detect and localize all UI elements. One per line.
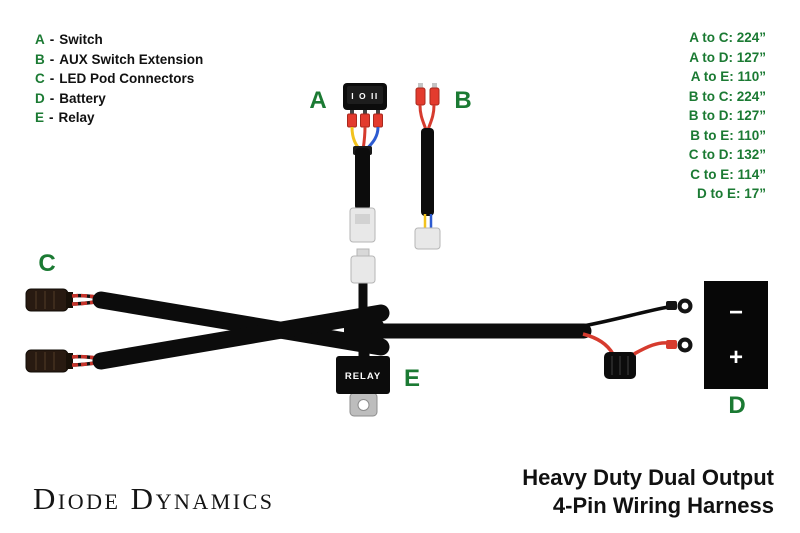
measurement-row: B to E: 110”	[690, 127, 766, 143]
product-title-line1: Heavy Duty Dual Output	[522, 465, 774, 490]
legend-item-switch: A-Switch	[35, 30, 203, 50]
battery-positive-sign: +	[729, 344, 743, 371]
harness-cable-upper	[92, 291, 390, 356]
fuse-ribs	[611, 356, 629, 375]
pod-connector-top	[25, 288, 105, 312]
aux-extension-assembly	[414, 83, 441, 250]
rocker-face	[347, 86, 383, 104]
terminal-tip	[418, 83, 423, 89]
legend-key: C	[35, 71, 45, 86]
switch-marking: I O II	[351, 91, 378, 101]
legend-key: B	[35, 51, 45, 67]
label-pods: C	[38, 250, 55, 277]
pod-plug	[25, 349, 69, 373]
switch-assembly: I O II	[343, 83, 387, 243]
legend-separator: -	[49, 71, 55, 86]
label-relay: E	[404, 365, 420, 392]
product-title-line2: 4-Pin Wiring Harness	[552, 492, 774, 518]
legend: A-Switch B-AUX Switch Extension C-LED Po…	[35, 30, 203, 128]
product-title: Heavy Duty Dual Output 4-Pin Wiring Harn…	[522, 464, 774, 519]
crimp-positive	[666, 340, 677, 349]
switch-pin	[350, 110, 354, 115]
ring-hole	[681, 302, 689, 310]
label-battery: D	[728, 392, 745, 419]
legend-item-relay: E-Relay	[35, 108, 203, 128]
legend-label: AUX Switch Extension	[59, 51, 204, 67]
spade-terminal	[415, 87, 426, 106]
plug-collar	[66, 292, 73, 308]
connector-detail	[355, 214, 370, 224]
aux-connector	[414, 227, 441, 250]
battery-body	[704, 281, 768, 389]
switch-cable	[355, 148, 370, 210]
label-aux: B	[454, 87, 471, 114]
ring-hole	[681, 341, 689, 349]
legend-separator: -	[49, 110, 54, 125]
harness-switch-connector	[350, 255, 376, 284]
legend-separator: -	[49, 51, 55, 67]
main-harness	[25, 248, 592, 373]
plug-collar	[66, 353, 73, 369]
terminal-tip	[432, 83, 437, 89]
power-wire-out	[633, 341, 669, 356]
legend-key: A	[35, 32, 45, 47]
relay-label-text: RELAY	[345, 371, 381, 382]
measurement-row: A to C: 224”	[689, 30, 766, 45]
spade-terminal	[373, 113, 383, 128]
red-wire	[418, 104, 428, 131]
ground-wire	[582, 305, 669, 328]
plug-ridges	[35, 291, 55, 309]
legend-key: E	[35, 110, 45, 125]
legend-item-pods: C-LED Pod Connectors	[35, 69, 203, 89]
mount-hole	[357, 399, 370, 411]
relay-assembly: RELAY	[336, 356, 390, 417]
spade-terminal	[360, 113, 370, 128]
battery-feed: − +	[582, 281, 768, 389]
spade-terminal	[347, 113, 357, 128]
switch-pin	[363, 110, 367, 115]
pod-plug	[25, 288, 69, 312]
legend-item-battery: D-Battery	[35, 89, 203, 109]
harness-cable-lower	[92, 304, 390, 370]
measurement-row: A to D: 127”	[689, 49, 766, 65]
crimp-negative	[666, 301, 677, 310]
measurement-row: C to E: 114”	[690, 166, 766, 182]
relay-body	[336, 356, 390, 394]
legend-label: Battery	[59, 90, 106, 106]
legend-separator: -	[49, 32, 55, 47]
aux-cable	[421, 128, 434, 216]
label-switch: A	[309, 87, 326, 114]
pod-connector-bottom	[25, 349, 105, 373]
measurement-row: B to D: 127”	[688, 108, 766, 123]
legend-label: Switch	[59, 32, 103, 47]
measurement-row: D to E: 17”	[696, 186, 766, 201]
plug-ridges	[35, 352, 55, 370]
legend-label: LED Pod Connectors	[59, 71, 195, 86]
red-wire	[426, 104, 436, 131]
spade-terminal	[429, 87, 440, 106]
power-wire-in	[582, 332, 615, 355]
measurement-row: A to E: 110”	[690, 69, 766, 84]
legend-separator: -	[49, 90, 55, 106]
legend-item-aux: B-AUX Switch Extension	[35, 50, 203, 70]
measurement-row: C to D: 132”	[688, 147, 766, 162]
brand-logo: Diode Dynamics	[33, 481, 275, 516]
battery-negative-sign: −	[729, 299, 743, 326]
measurements-list: A to C: 224” A to D: 127” A to E: 110” B…	[689, 28, 766, 204]
switch-connector	[349, 207, 376, 243]
measurement-row: B to C: 224”	[688, 88, 766, 104]
legend-key: D	[35, 90, 45, 106]
switch-pin	[376, 110, 380, 115]
legend-label: Relay	[58, 110, 95, 125]
